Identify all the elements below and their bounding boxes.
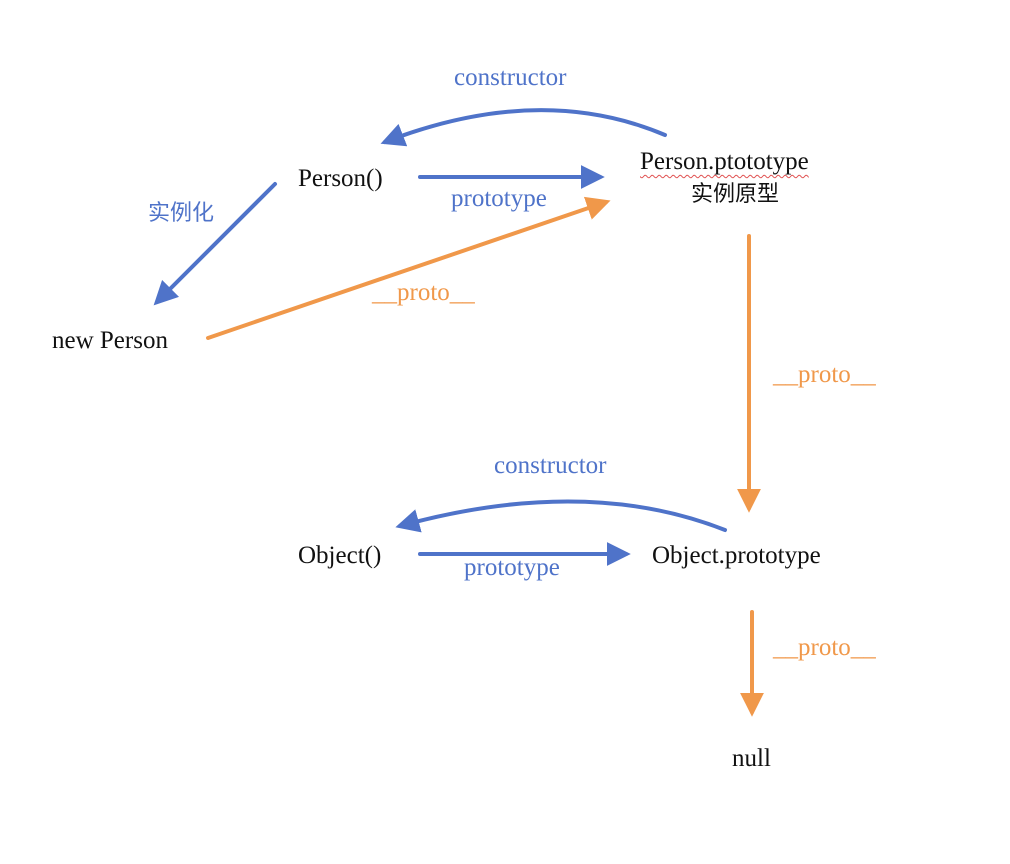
object-constructor-arrow	[395, 499, 727, 533]
object-prototype-node: Object.prototype	[652, 542, 821, 569]
object-constructor-label: constructor	[494, 452, 607, 479]
person-constructor-label: constructor	[454, 64, 567, 91]
instantiate-label: 实例化	[148, 201, 215, 226]
new-person-proto-arrow	[206, 196, 611, 340]
null-node: null	[732, 745, 771, 772]
person-prototype-label: prototype	[451, 185, 547, 212]
object-function-node: Object()	[298, 542, 382, 569]
object-prototype-label: prototype	[464, 554, 560, 581]
new-person-proto-label: __proto__	[372, 279, 475, 306]
object-prototype-proto-label: __proto__	[773, 634, 876, 661]
person-function-node: Person()	[298, 165, 383, 192]
instantiate-arrow	[153, 182, 277, 306]
person-constructor-arrow	[380, 108, 667, 147]
new-person-node: new Person	[52, 327, 168, 354]
person-prototype-node: Person.ptototype	[640, 148, 809, 175]
person-prototype-proto-label: __proto__	[773, 361, 876, 388]
person-prototype-caption: 实例原型	[691, 182, 780, 207]
